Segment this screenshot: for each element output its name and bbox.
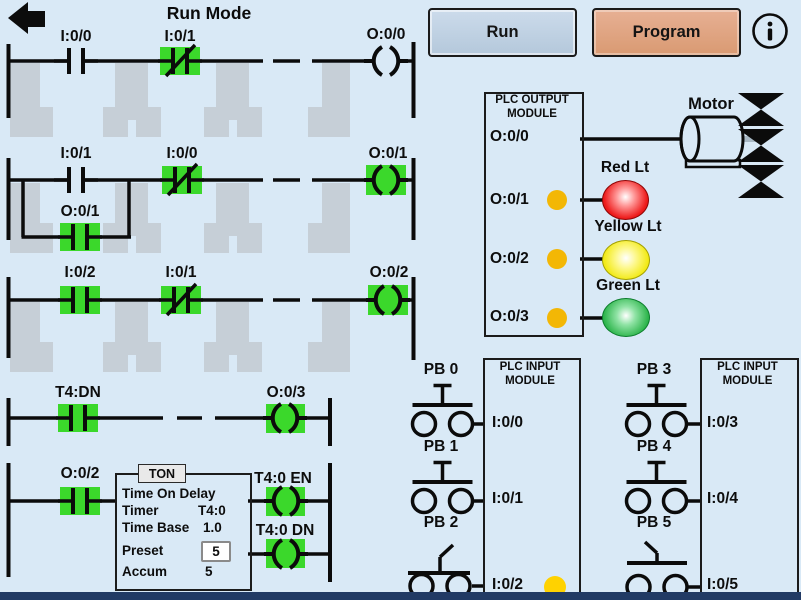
pushbutton-pb5[interactable] <box>625 540 689 600</box>
pushbutton-pb4[interactable] <box>624 460 689 515</box>
preset-label: Preset <box>122 543 164 558</box>
pb1-label: PB 1 <box>423 438 459 455</box>
accum-value: 5 <box>205 564 213 579</box>
info-button[interactable] <box>752 13 788 49</box>
timer-value: T4:0 <box>198 503 226 518</box>
output-row-label: O:0/3 <box>490 308 529 325</box>
yellow-light <box>602 240 650 280</box>
plc-input-module1-box <box>483 358 581 594</box>
pushbutton-pb3[interactable] <box>624 383 689 438</box>
rung1-contact-no <box>52 46 100 76</box>
time-base-label: Time Base <box>122 520 190 535</box>
input-row-label: I:0/4 <box>707 490 739 507</box>
program-button-label: Program <box>632 23 701 41</box>
input-module1-title1: PLC INPUT <box>499 361 561 373</box>
output-row-label: O:0/1 <box>490 191 529 208</box>
output-wires <box>580 137 684 320</box>
output-indicator-o01 <box>547 190 567 210</box>
motor-graphic <box>679 93 784 198</box>
rung2-branch-contact-label: O:0/1 <box>60 203 100 220</box>
empty-instruction-slots <box>10 63 350 372</box>
time-base-value: 1.0 <box>203 520 222 535</box>
info-stem-icon <box>767 28 773 41</box>
rung1-contact1-label: I:0/0 <box>60 28 92 45</box>
back-arrow-icon <box>8 2 45 34</box>
input-module2-title2: MODULE <box>722 375 773 387</box>
red-light <box>602 180 649 220</box>
rung2-contact-no <box>52 165 100 195</box>
rung3-contact1-label: I:0/2 <box>64 264 96 281</box>
pb0-label: PB 0 <box>423 361 459 378</box>
rung5-coil-en-label: T4:0 EN <box>254 470 312 487</box>
run-mode-button[interactable]: Run <box>428 8 577 57</box>
back-button[interactable] <box>8 2 45 34</box>
rung4-coil-label: O:0/3 <box>266 384 306 401</box>
ton-tab: TON <box>138 464 186 483</box>
input-row-label: I:0/0 <box>492 414 524 431</box>
motor-label: Motor <box>688 95 734 113</box>
rung3-contact2-label: I:0/1 <box>165 264 197 281</box>
output-module-title2: MODULE <box>507 108 557 120</box>
info-circle-icon <box>752 13 788 49</box>
pb2-label: PB 2 <box>423 514 459 531</box>
input-module1-title2: MODULE <box>505 375 555 387</box>
red-light-label: Red Lt <box>600 159 650 176</box>
rung1-contact2-label: I:0/1 <box>164 28 196 45</box>
rung3-coil-label: O:0/2 <box>369 264 409 281</box>
input-module2-title1: PLC INPUT <box>717 361 778 373</box>
input-row-label: I:0/2 <box>492 576 524 593</box>
timer-label: Timer <box>122 503 159 518</box>
plc-input-module2-box <box>700 358 799 594</box>
program-mode-button[interactable]: Program <box>592 8 741 57</box>
pushbutton-pb2[interactable] <box>406 543 472 600</box>
bottom-bar <box>0 592 801 600</box>
rung5-coil-dn-label: T4:0 DN <box>255 522 315 539</box>
rung5-contact1-label: O:0/2 <box>60 465 100 482</box>
pb5-label: PB 5 <box>636 514 672 531</box>
motor-fan-icon <box>738 93 784 198</box>
input-row-label: I:0/1 <box>492 490 524 507</box>
pb4-label: PB 4 <box>636 438 672 455</box>
rung2-contact1-label: I:0/1 <box>60 145 92 162</box>
input-row-label: I:0/5 <box>707 576 739 593</box>
input-row-label: I:0/3 <box>707 414 739 431</box>
output-row-label: O:0/0 <box>490 128 529 145</box>
output-module-title1: PLC OUTPUT <box>495 94 569 106</box>
timer-title: Time On Delay <box>122 486 216 501</box>
green-light <box>602 298 650 337</box>
output-indicator-o03 <box>547 308 567 328</box>
rung4-contact1-label: T4:DN <box>55 384 101 401</box>
info-dot-icon <box>767 21 773 27</box>
yellow-light-label: Yellow Lt <box>594 218 662 235</box>
green-light-label: Green Lt <box>596 277 660 294</box>
pb3-label: PB 3 <box>636 361 672 378</box>
pushbutton-pb0[interactable] <box>410 383 475 438</box>
rung1-coil-label: O:0/0 <box>366 26 406 43</box>
input-wires <box>472 422 700 589</box>
plc-output-module-box <box>484 92 584 337</box>
ton-tab-label: TON <box>148 466 176 481</box>
power-rails <box>6 42 416 582</box>
rung2-coil-label: O:0/1 <box>368 145 408 162</box>
rung1-coil <box>362 45 410 77</box>
run-button-label: Run <box>486 23 519 41</box>
output-row-label: O:0/2 <box>490 250 529 267</box>
output-indicator-o02 <box>547 249 567 269</box>
rung2-contact2-label: I:0/0 <box>166 145 198 162</box>
preset-input[interactable] <box>201 541 231 562</box>
pushbutton-pb1[interactable] <box>410 460 475 515</box>
page-title: Run Mode <box>166 3 252 23</box>
accum-label: Accum <box>122 564 168 579</box>
